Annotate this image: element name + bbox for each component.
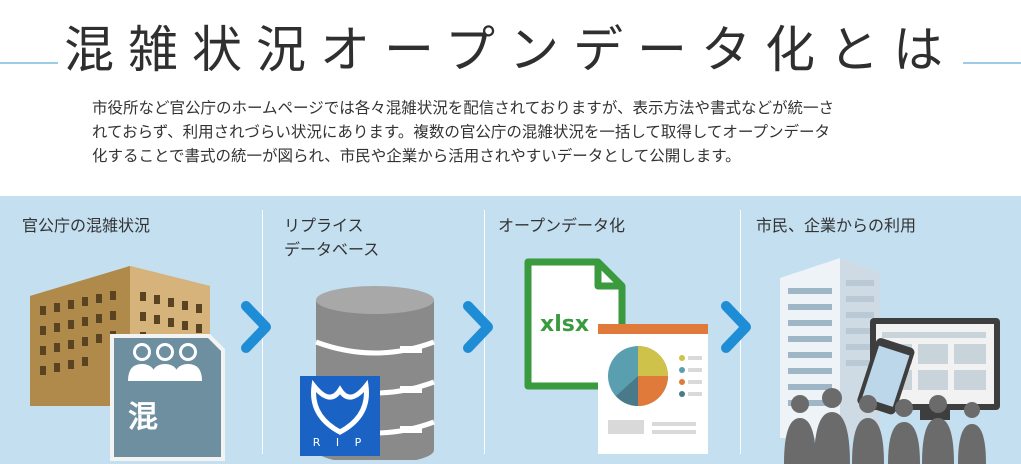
report-chart-icon <box>598 324 708 454</box>
rip-logo-mark-icon <box>311 379 369 435</box>
step-4-label: 市民、企業からの利用 <box>756 214 916 238</box>
page-title: 混雑状況オープンデータ化とは <box>0 10 1021 82</box>
step-4-label-line: 市民、企業からの利用 <box>756 216 917 235</box>
rip-logo: R I P <box>300 376 380 456</box>
chevron-right-icon <box>241 301 271 353</box>
chevron-right-icon <box>463 301 493 353</box>
rip-logo-letters: R I P <box>312 436 368 449</box>
description: 市役所など官公庁のホームページでは各々混雑状況を配信されておりますが、表示方法や… <box>92 96 932 168</box>
xlsx-label: xlsx <box>540 312 590 337</box>
step-2-label-line-2: データベース <box>284 240 380 259</box>
description-line-3: 化することで書式の統一が図られ、市民や企業から活用されやすいデータとして公開しま… <box>92 147 741 165</box>
government-building-crowd-icon <box>10 256 235 464</box>
page-title-text: 混雑状況オープンデータ化とは <box>58 21 963 79</box>
step-3-label: オープンデータ化 <box>498 214 625 238</box>
step-2-label-line-1: リプライス <box>284 216 364 235</box>
chevron-right-icon <box>721 301 751 353</box>
citizens-business-usage-icon <box>770 248 1010 464</box>
crowd-badge-char: 混 <box>128 400 158 435</box>
description-line-1: 市役所など官公庁のホームページでは各々混雑状況を配信されておりますが、表示方法や… <box>92 99 834 117</box>
process-band: 官公庁の混雑状況 <box>0 196 1021 464</box>
description-line-2: れておらず、利用されづらい状況にあります。複数の官公庁の混雑状況を一括して取得し… <box>92 123 830 141</box>
step-3-label-line: オープンデータ化 <box>498 216 626 235</box>
step-1-label-line: 官公庁の混雑状況 <box>22 216 151 235</box>
step-2-label: リプライス データベース <box>284 214 379 262</box>
step-1-label: 官公庁の混雑状況 <box>22 214 150 238</box>
